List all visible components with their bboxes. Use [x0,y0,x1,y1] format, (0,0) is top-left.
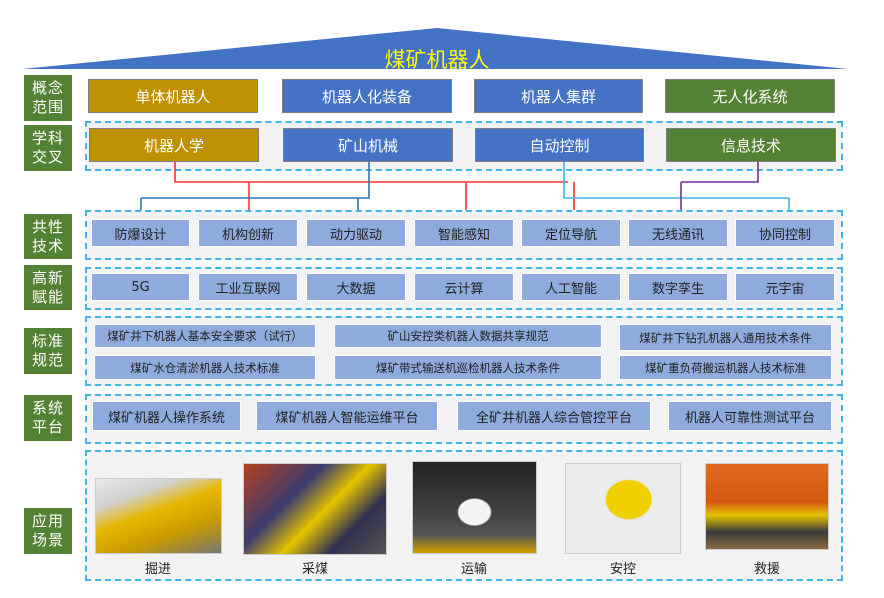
platform-item: 煤矿机器人操作系统 [92,401,241,431]
new-tech-item: 人工智能 [521,273,621,301]
row-label-common-tech: 共性技术 [24,214,72,259]
security-robot-image [565,463,681,554]
concept-single-robot: 单体机器人 [88,79,258,113]
standard-item: 煤矿重负荷搬运机器人技术标准 [619,355,832,380]
new-tech-item: 元宇宙 [735,273,835,301]
discipline-mining-machinery: 矿山机械 [283,128,453,162]
standard-item: 煤矿带式输送机巡检机器人技术条件 [334,355,602,380]
discipline-robotics: 机器人学 [89,128,259,162]
new-tech-item: 5G [91,273,190,301]
scenario-label: 安控 [609,562,636,577]
tunneling-robot-image [95,478,222,554]
standard-item: 煤矿水仓清淤机器人技术标准 [94,355,316,380]
new-tech-item: 大数据 [306,273,406,301]
roof-banner [22,28,848,69]
transport-vehicle-image [412,461,537,554]
discipline-automatic-control: 自动控制 [475,128,644,162]
common-tech-item: 智能感知 [414,219,514,247]
scenario-label: 救援 [753,562,780,577]
row-label-platforms: 系统平台 [24,395,72,441]
coal-mining-robot-image [243,463,387,555]
row-label-standards: 标准规范 [24,328,72,374]
standard-item: 煤矿井下钻孔机器人通用技术条件 [619,324,832,351]
scenario-label: 掘进 [144,562,171,577]
standard-item: 矿山安控类机器人数据共享规范 [334,324,602,348]
platform-item: 煤矿机器人智能运维平台 [256,401,438,431]
common-tech-item: 防爆设计 [91,219,190,247]
new-tech-item: 工业互联网 [198,273,298,301]
concept-robotized-equipment: 机器人化装备 [282,79,452,113]
rescue-robot-image [705,463,829,550]
row-label-concept: 概念范围 [24,75,72,121]
scenario-label: 采煤 [301,562,328,577]
new-tech-item: 云计算 [414,273,514,301]
common-tech-item: 定位导航 [521,219,621,247]
common-tech-item: 机构创新 [198,219,298,247]
platform-item: 机器人可靠性测试平台 [668,401,832,431]
row-label-scenarios: 应用场景 [24,508,72,554]
concept-robot-cluster: 机器人集群 [474,79,643,113]
discipline-information-tech: 信息技术 [666,128,836,162]
common-tech-item: 动力驱动 [306,219,406,247]
platform-item: 全矿井机器人综合管控平台 [457,401,651,431]
concept-unmanned-system: 无人化系统 [665,79,835,113]
diagram-title: 煤矿机器人 [384,48,490,72]
new-tech-item: 数字孪生 [628,273,728,301]
row-label-discipline: 学科交叉 [24,125,72,171]
scenario-label: 运输 [460,562,487,577]
standard-item: 煤矿井下机器人基本安全要求（试行） [94,324,316,348]
row-label-new-tech: 高新赋能 [24,265,72,310]
common-tech-item: 协同控制 [735,219,835,247]
common-tech-item: 无线通讯 [628,219,728,247]
